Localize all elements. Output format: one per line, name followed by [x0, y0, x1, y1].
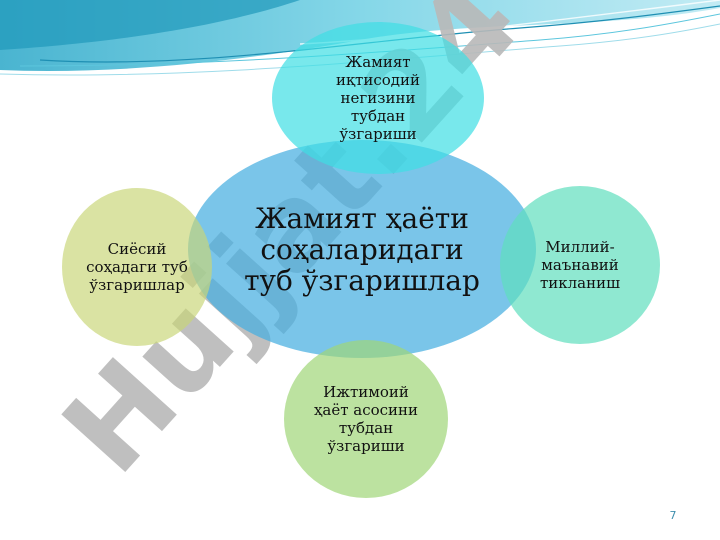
page-number: 7	[669, 509, 677, 522]
top-circle: Жамият иқтисодий негизини тубдан ўзгариш…	[272, 22, 484, 174]
bottom-circle: Ижтимоий ҳаёт асосини тубдан ўзгариши	[284, 340, 448, 498]
center-circle: Жамият ҳаёти соҳаларидаги туб ўзгаришлар	[188, 140, 536, 358]
bottom-label: Ижтимоий ҳаёт асосини тубдан ўзгариши	[313, 383, 419, 455]
right-label: Миллий-маънавий тикланиш	[539, 238, 621, 292]
left-circle: Сиёсий соҳадаги туб ўзгаришлар	[62, 188, 212, 346]
top-label: Жамият иқтисодий негизини тубдан ўзгариш…	[335, 53, 421, 143]
left-label: Сиёсий соҳадаги туб ўзгаришлар	[86, 240, 188, 294]
center-label: Жамият ҳаёти соҳаларидаги туб ўзгаришлар	[244, 201, 480, 297]
right-circle: Миллий-маънавий тикланиш	[500, 186, 660, 344]
